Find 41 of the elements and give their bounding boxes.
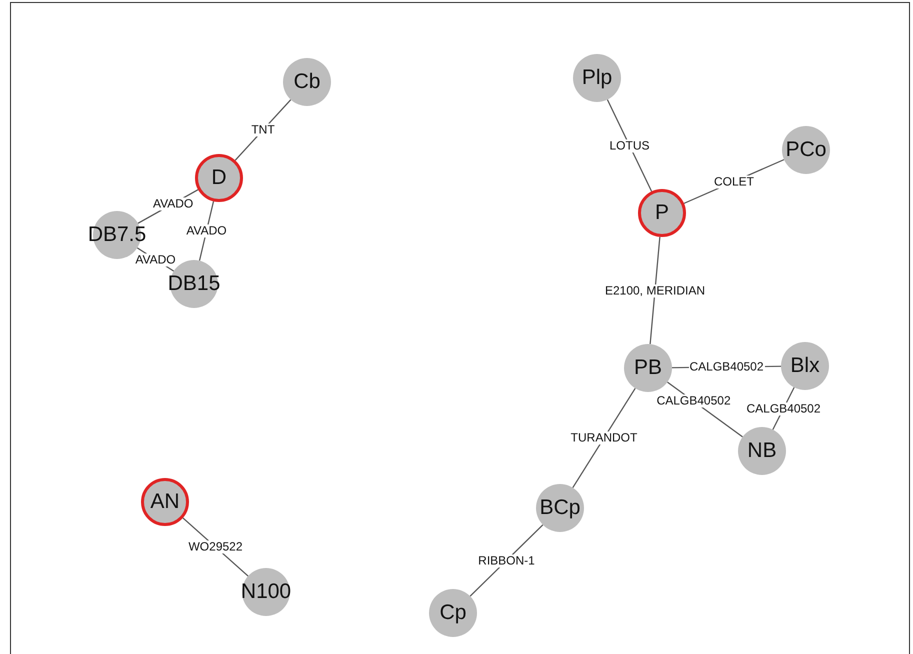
edge-label: COLET	[713, 175, 755, 188]
node-circle	[283, 58, 331, 106]
node-circle	[141, 478, 189, 526]
node-circle	[573, 54, 621, 102]
node-label: P	[654, 201, 669, 225]
connector-line	[572, 388, 636, 488]
node-label: PB	[634, 356, 662, 380]
edge-label: LOTUS	[608, 139, 650, 152]
edge-label: RIBBON-1	[477, 554, 536, 567]
node-label: PCo	[786, 138, 826, 162]
edge-label: AVADO	[152, 197, 194, 210]
edge-label: AVADO	[134, 253, 177, 266]
node-circle	[781, 342, 829, 390]
node-label: Blx	[790, 354, 820, 378]
node-circle	[738, 427, 786, 475]
connector-line	[650, 236, 660, 344]
node-circle	[429, 589, 477, 637]
edge-label: TURANDOT	[570, 432, 638, 444]
node-label: D	[211, 166, 227, 190]
node-label: DB15	[168, 272, 220, 296]
node-label: Cb	[294, 70, 320, 94]
edge-label: AVADO	[185, 224, 228, 238]
edge-label: E2100, MERIDIAN	[604, 284, 706, 297]
node-label: Plp	[582, 66, 612, 90]
node-circle	[242, 568, 290, 616]
node-circle	[195, 154, 243, 202]
node-label: Cp	[440, 601, 466, 625]
node-circle	[624, 344, 672, 392]
node-circle	[536, 484, 584, 532]
node-label: AN	[150, 490, 180, 514]
edge-label: CALGB40502	[745, 402, 822, 415]
edge-label: CALGB40502	[656, 394, 732, 408]
edge-label: WO29522	[187, 540, 244, 554]
edge-label: CALGB40502	[688, 360, 765, 374]
node-label: DB7.5	[88, 223, 146, 247]
node-label: BCp	[540, 496, 580, 520]
node-label: NB	[747, 439, 777, 463]
edge-label: TNT	[250, 124, 276, 136]
node-circle	[782, 126, 830, 174]
node-circle	[638, 189, 686, 237]
node-label: N100	[240, 580, 292, 604]
